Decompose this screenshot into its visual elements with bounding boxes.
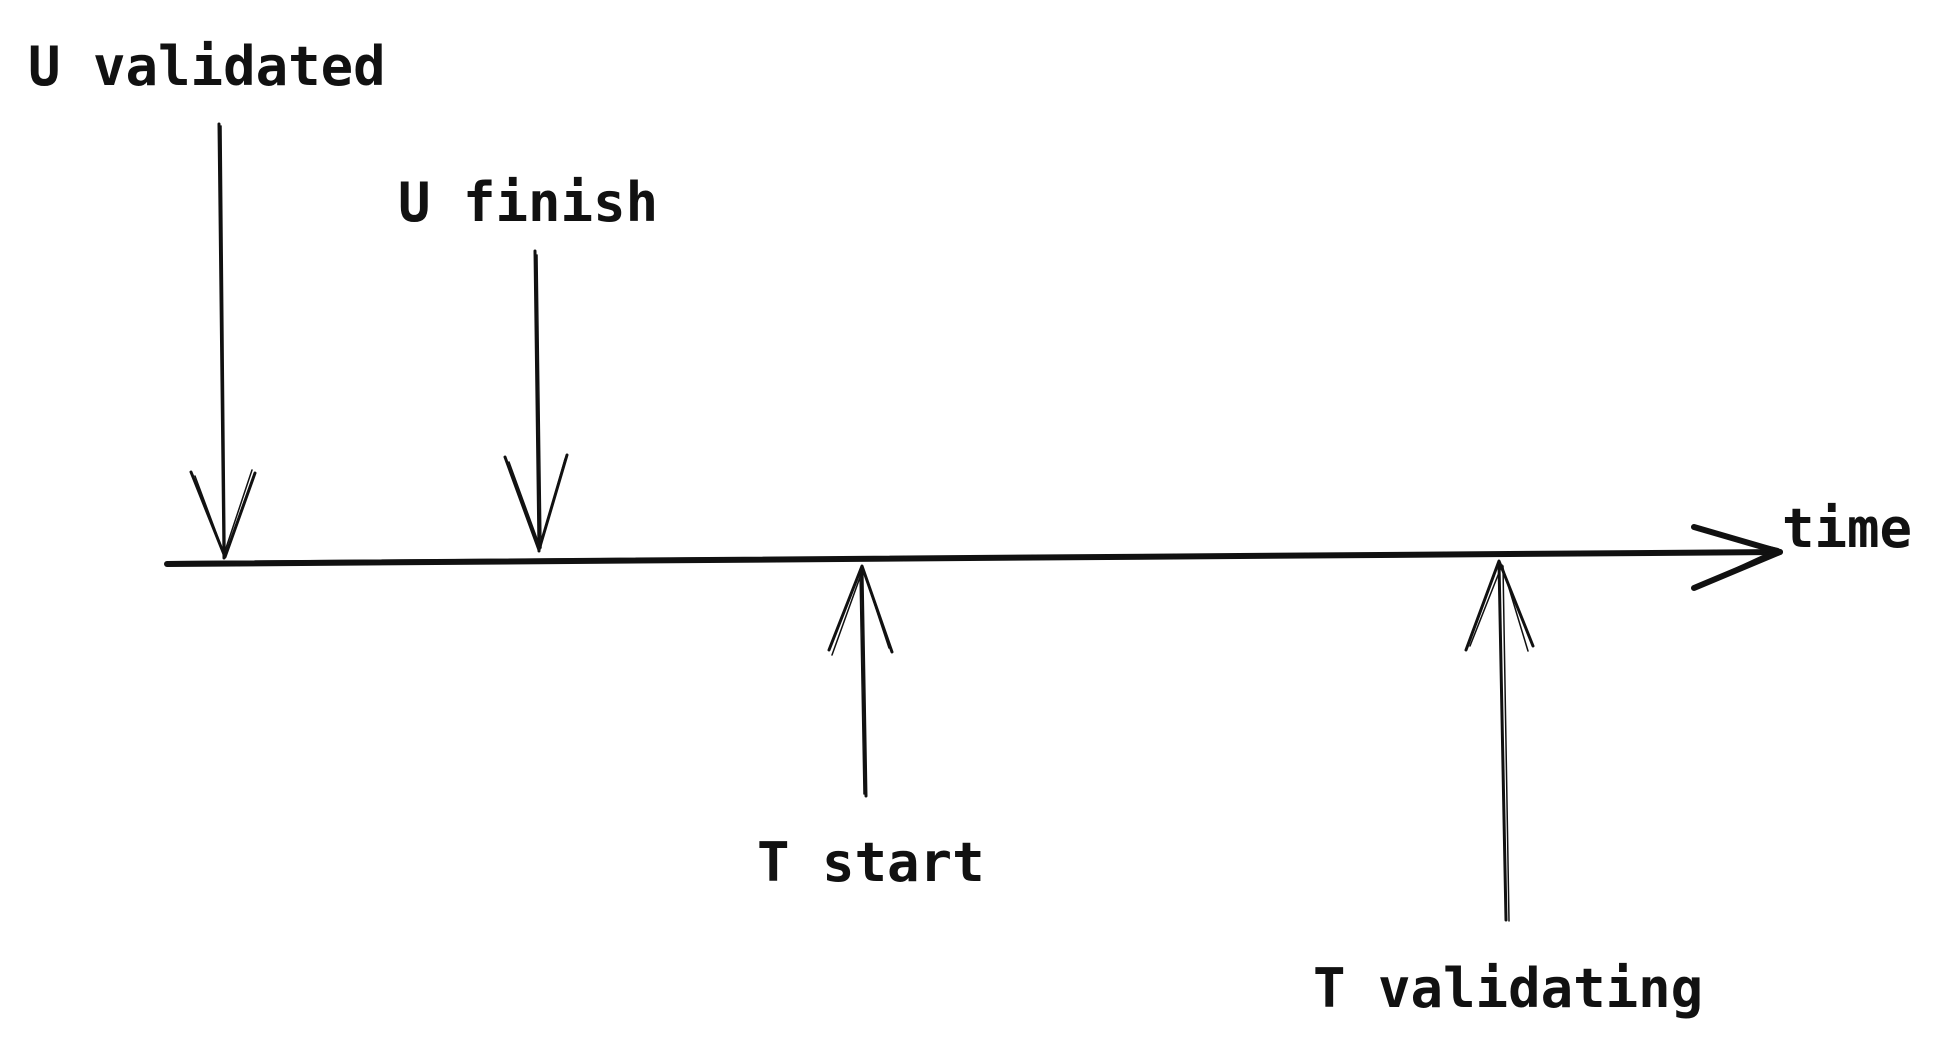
label-time: time [1782,497,1913,560]
label-u-finish: U finish [398,171,659,234]
arrow-up-icon [1464,559,1535,922]
label-t-validating: T validating [1313,957,1704,1020]
label-t-start: T start [757,831,985,894]
time-axis [164,549,1783,567]
arrow-down-icon [503,249,569,553]
arrow-right-icon [1691,524,1783,591]
label-u-validated: U validated [28,35,386,98]
arrow-down-icon [189,122,257,560]
arrow-up-icon [827,564,894,798]
